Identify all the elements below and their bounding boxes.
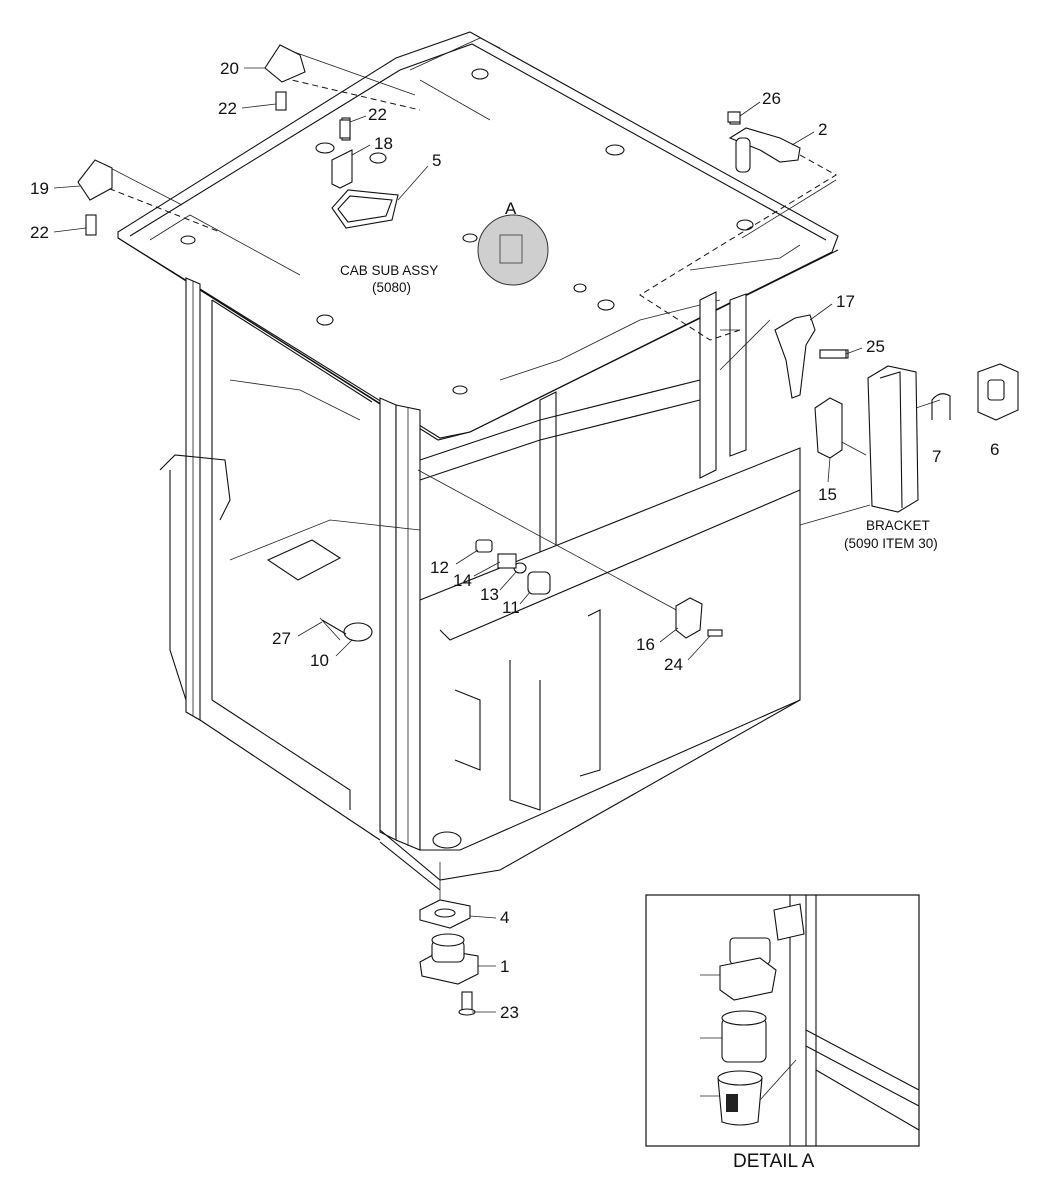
part-25-bolt <box>819 349 847 359</box>
roof-bosses <box>180 68 754 395</box>
callout-20: 20 <box>220 59 239 78</box>
callout-24: 24 <box>664 655 683 674</box>
part-10-cover <box>343 622 373 642</box>
callout-16: 16 <box>636 635 655 654</box>
bracket-label: BRACKET <box>866 518 930 533</box>
part-7-u-bolt <box>931 393 951 420</box>
detail-a-marker <box>477 214 549 286</box>
part-6-lock-plate <box>977 363 1019 421</box>
callout-14: 14 <box>453 571 472 590</box>
detail-a-panel <box>645 894 920 1147</box>
part-27-pin <box>321 619 347 635</box>
part-22-bolts <box>339 119 351 139</box>
callout-2: 2 <box>818 120 827 139</box>
detail-part-8 <box>717 1070 763 1126</box>
roof-panel: A CAB SUB ASSY (5080) <box>117 31 839 441</box>
callout-1: 1 <box>500 957 509 976</box>
callout-23: 23 <box>500 1003 519 1022</box>
part-1-mount <box>419 933 479 985</box>
callout-25: 25 <box>866 337 885 356</box>
callout-7: 7 <box>932 447 941 466</box>
detail-a-letter: A <box>505 199 517 218</box>
cab-sub-assy-label: CAB SUB ASSY <box>340 263 438 278</box>
part-15-striker <box>814 397 843 459</box>
bracket-ref: (5090 ITEM 30) <box>844 536 938 551</box>
callout-18: 18 <box>374 134 393 153</box>
callout-4: 4 <box>500 908 509 927</box>
callout-10: 10 <box>310 651 329 670</box>
callout-27: 27 <box>272 629 291 648</box>
callout-15: 15 <box>818 485 837 504</box>
callout-17: 17 <box>836 292 855 311</box>
detail-part-9 <box>721 1010 767 1063</box>
detail-a-title: DETAIL A <box>733 1151 815 1172</box>
bracket-post <box>867 365 919 513</box>
part-19-bracket <box>77 159 113 236</box>
cab-frame <box>159 277 801 891</box>
part-12-bolt <box>475 539 493 553</box>
part-26-screw <box>727 111 741 123</box>
callout-12: 12 <box>430 558 449 577</box>
callout-22-top: 22 <box>218 99 237 118</box>
callout-26: 26 <box>762 89 781 108</box>
cab-sub-assy-ref: (5080) <box>372 280 411 295</box>
part-14-spring <box>497 553 517 569</box>
callout-13: 13 <box>480 585 499 604</box>
callout-5: 5 <box>432 151 441 170</box>
callout-6: 6 <box>990 440 999 459</box>
part-5-grip-handle <box>331 189 399 229</box>
callout-11: 11 <box>502 598 520 617</box>
part-11-bushing <box>527 571 551 595</box>
callout-22-left: 22 <box>30 223 49 242</box>
part-4-gasket <box>419 899 471 929</box>
part-23-bolt <box>458 991 476 1016</box>
part-24-screw <box>707 629 723 637</box>
callout-19: 19 <box>30 179 49 198</box>
part-20-bracket <box>264 44 306 111</box>
detail-part-3 <box>719 937 777 1001</box>
callout-22-mid: 22 <box>368 105 387 124</box>
